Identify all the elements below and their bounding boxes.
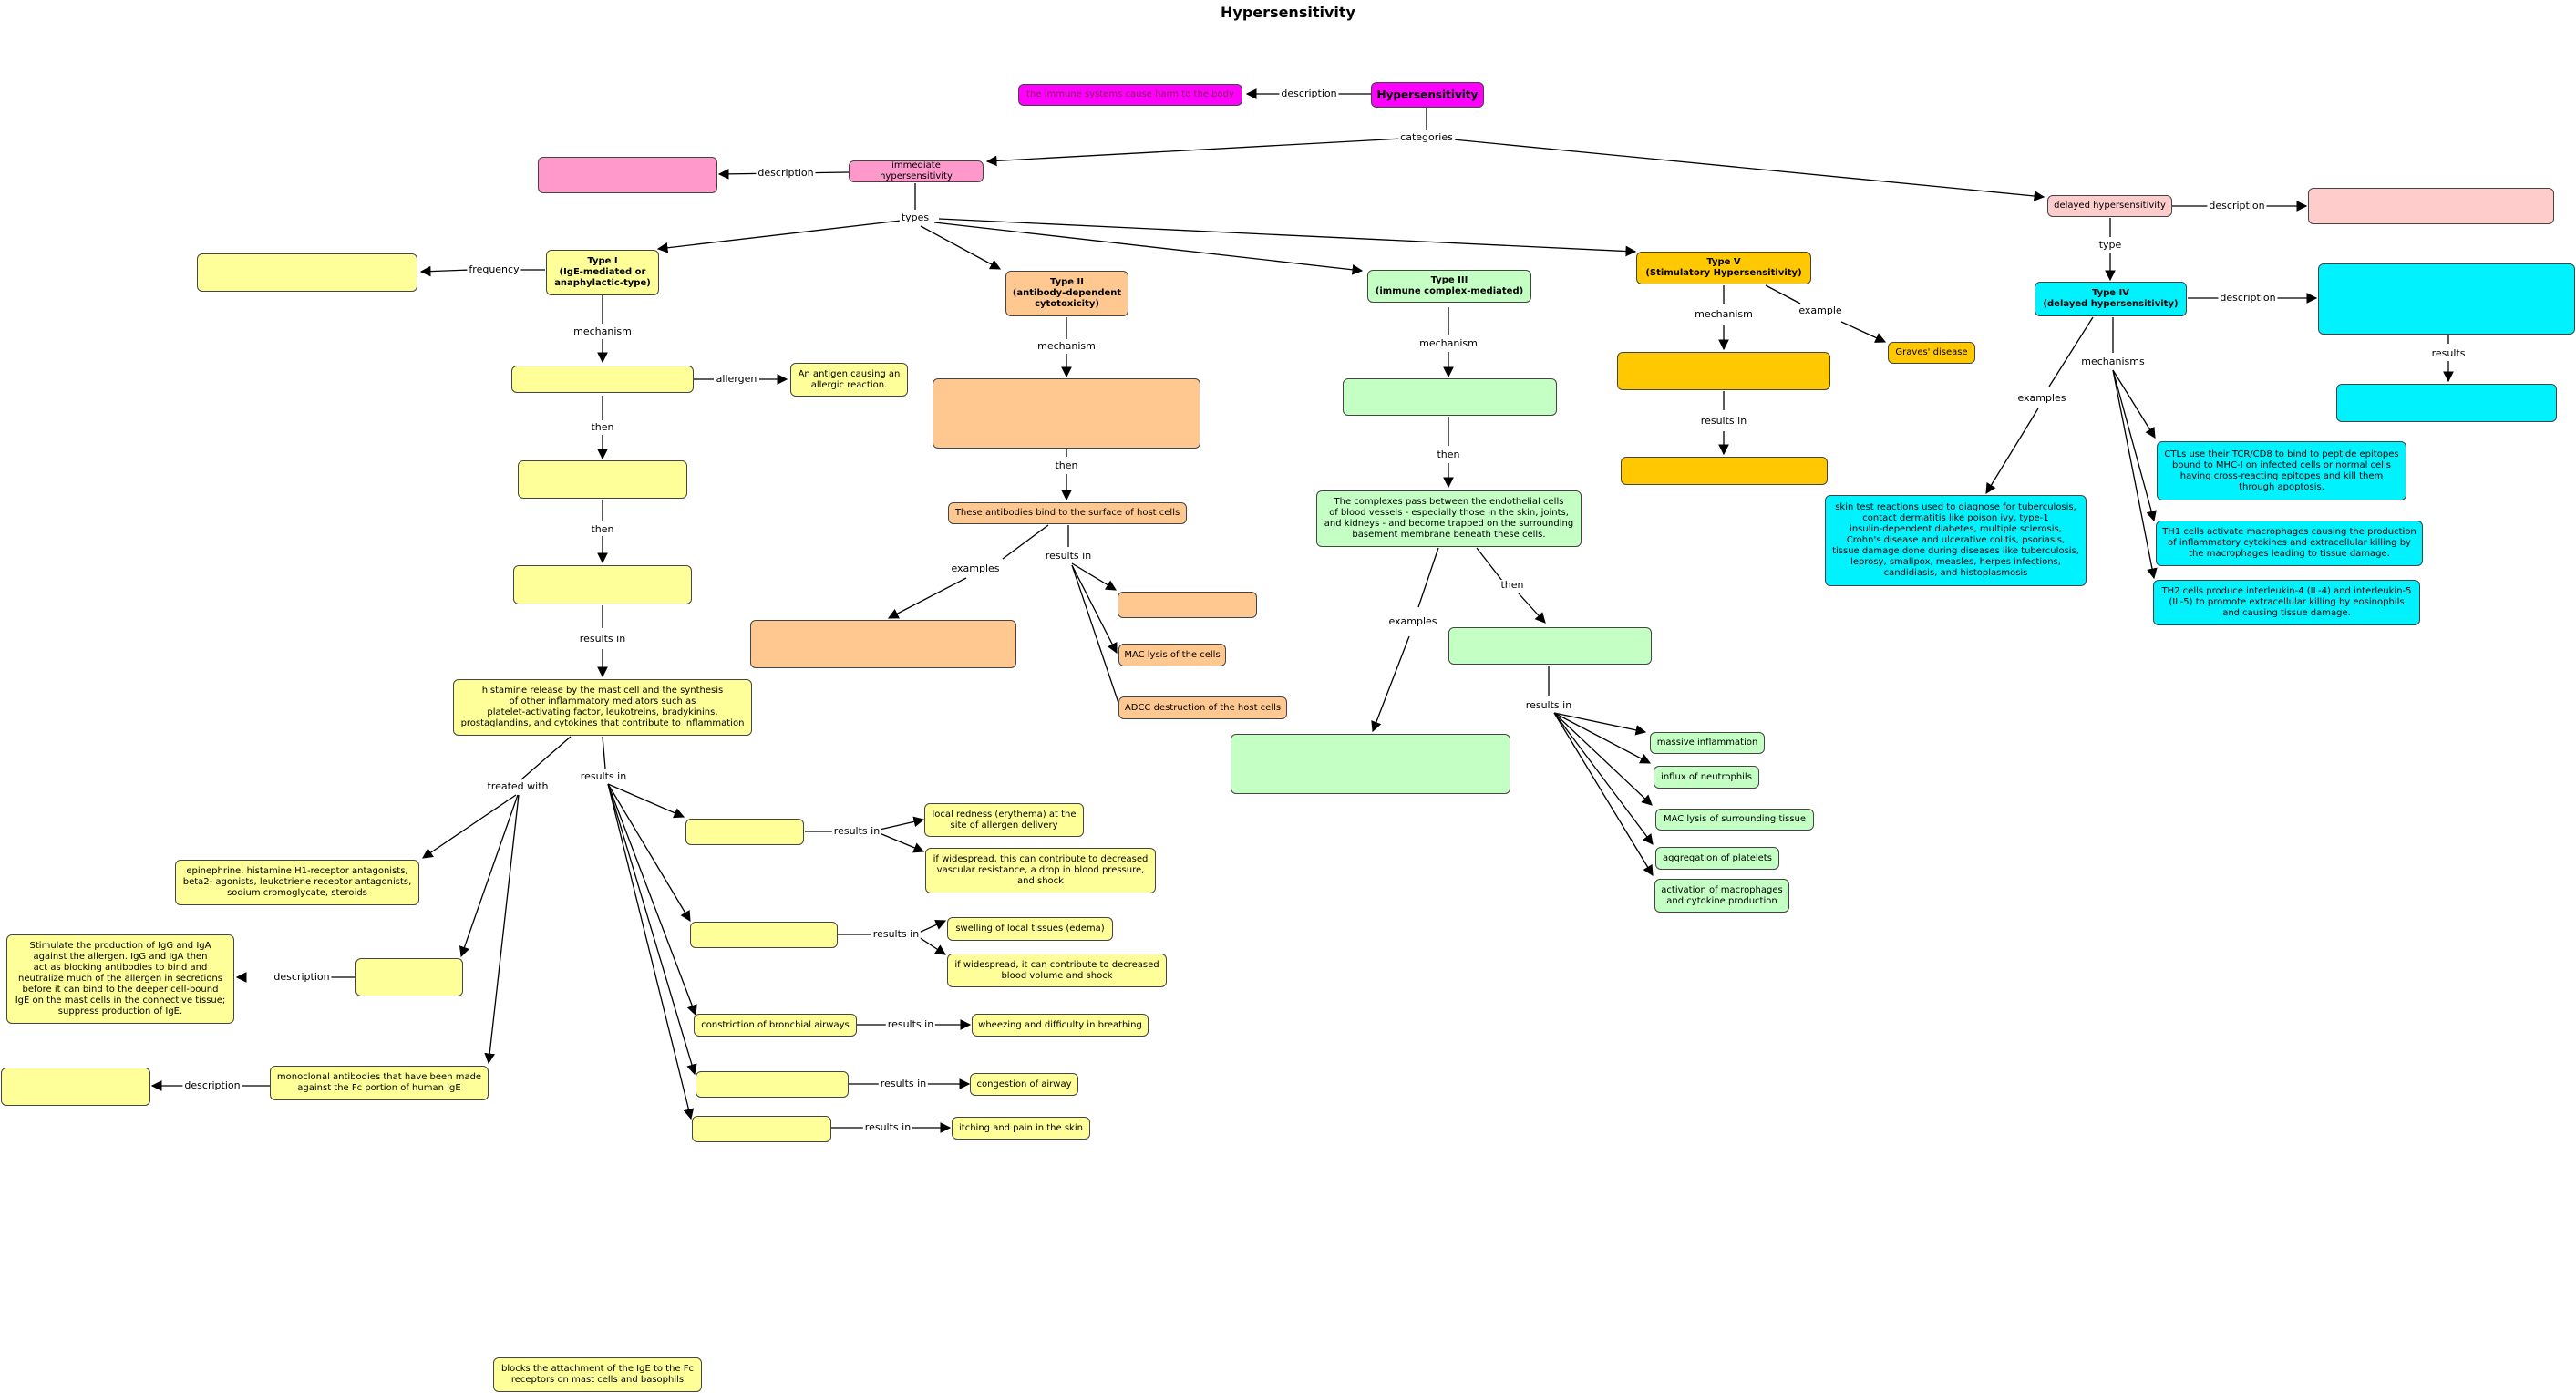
node-treatment-desensitization[interactable] bbox=[355, 958, 463, 996]
link-label-results-in: results in bbox=[831, 824, 882, 838]
node-mac-lysis-tissue[interactable]: MAC lysis of surrounding tissue bbox=[1655, 809, 1814, 831]
link-label-results-in: results in bbox=[885, 1017, 936, 1031]
node-immediate-description[interactable] bbox=[538, 157, 717, 193]
node-type-5[interactable]: Type V (Stimulatory Hypersensitivity) bbox=[1636, 252, 1811, 284]
node-type-5-result[interactable] bbox=[1621, 457, 1828, 485]
link-label-then: then bbox=[589, 420, 616, 434]
link-label-then: then bbox=[1053, 459, 1080, 472]
link-label-examples: examples bbox=[2015, 391, 2068, 405]
link-label-results-in: results in bbox=[1698, 414, 1749, 428]
link-label-results-in: results in bbox=[1043, 549, 1094, 562]
link-label-results-in: results in bbox=[578, 769, 629, 783]
node-vascular-resistance[interactable]: if widespread, this can contribute to de… bbox=[925, 848, 1156, 893]
node-airway-congestion[interactable]: congestion of airway bbox=[970, 1073, 1078, 1096]
link-label-mechanisms: mechanisms bbox=[2079, 355, 2147, 368]
node-blocks-ige[interactable]: blocks the attachment of the IgE to the … bbox=[493, 1357, 702, 1392]
node-type-1-mechanism[interactable] bbox=[511, 366, 694, 393]
node-skin-test-examples[interactable]: skin test reactions used to diagnose for… bbox=[1825, 495, 2087, 586]
node-massive-inflammation[interactable]: massive inflammation bbox=[1650, 732, 1765, 754]
node-itching[interactable]: itching and pain in the skin bbox=[952, 1117, 1090, 1140]
node-result-1[interactable] bbox=[685, 819, 804, 845]
node-type-2[interactable]: Type II (antibody-dependent cytotoxicity… bbox=[1005, 271, 1128, 316]
node-influx-neutrophils[interactable]: influx of neutrophils bbox=[1654, 766, 1759, 789]
node-result-5[interactable] bbox=[692, 1116, 831, 1142]
node-type-5-mechanism[interactable] bbox=[1617, 352, 1830, 390]
link-label-mechanism: mechanism bbox=[1036, 339, 1097, 353]
node-wheezing[interactable]: wheezing and difficulty in breathing bbox=[972, 1014, 1149, 1037]
link-label-description: description bbox=[2218, 291, 2278, 304]
node-swelling[interactable]: swelling of local tissues (edema) bbox=[947, 917, 1113, 941]
node-type-2-result-1[interactable] bbox=[1118, 592, 1257, 618]
node-type-1-then-2[interactable] bbox=[513, 565, 692, 604]
node-result-2[interactable] bbox=[690, 922, 838, 948]
link-label-description: description bbox=[756, 166, 816, 180]
node-type-4-result[interactable] bbox=[2336, 384, 2557, 422]
link-label-categories: categories bbox=[1398, 130, 1455, 144]
node-adcc[interactable]: ADCC destruction of the host cells bbox=[1118, 696, 1287, 719]
link-label-examples: examples bbox=[949, 562, 1002, 575]
node-immune-harm[interactable]: the immune systems cause harm to the bod… bbox=[1018, 84, 1242, 106]
map-title: Hypersensitivity bbox=[1221, 4, 1355, 21]
node-type-2-examples[interactable] bbox=[750, 620, 1016, 668]
node-result-4[interactable] bbox=[696, 1071, 849, 1098]
node-th1-mechanism[interactable]: TH1 cells activate macrophages causing t… bbox=[2156, 521, 2423, 566]
link-label-then: then bbox=[1499, 578, 1526, 592]
link-label-results-in: results in bbox=[878, 1077, 929, 1090]
link-label-mechanism: mechanism bbox=[572, 325, 634, 338]
node-bronchial-constriction[interactable]: constriction of bronchial airways bbox=[694, 1014, 857, 1037]
link-label-results-in: results in bbox=[871, 927, 922, 941]
node-monoclonal-antibodies[interactable]: monoclonal antibodies that have been mad… bbox=[270, 1066, 489, 1100]
node-complexes-pass[interactable]: The complexes pass between the endotheli… bbox=[1316, 490, 1582, 547]
link-label-mechanism: mechanism bbox=[1417, 336, 1479, 350]
link-label-mechanism: mechanism bbox=[1693, 307, 1755, 321]
node-type-4[interactable]: Type IV (delayed hypersensitivity) bbox=[2035, 282, 2187, 316]
node-ctl-mechanism[interactable]: CTLs use their TCR/CD8 to bind to peptid… bbox=[2157, 441, 2406, 500]
node-type-3-examples[interactable] bbox=[1231, 734, 1510, 794]
link-label-results-in: results in bbox=[862, 1120, 913, 1134]
link-label-example: example bbox=[1797, 304, 1844, 317]
node-macrophage-activation[interactable]: activation of macrophages and cytokine p… bbox=[1654, 879, 1789, 913]
node-type-2-mechanism[interactable] bbox=[933, 378, 1200, 449]
link-label-types: types bbox=[899, 211, 932, 224]
node-type-3[interactable]: Type III (immune complex-mediated) bbox=[1367, 270, 1531, 303]
link-label-description: description bbox=[2207, 199, 2267, 212]
node-th2-mechanism[interactable]: TH2 cells produce interleukin-4 (IL-4) a… bbox=[2153, 580, 2420, 625]
node-aggregation-platelets[interactable]: aggregation of platelets bbox=[1655, 847, 1779, 870]
node-type-1-then-1[interactable] bbox=[518, 460, 687, 499]
node-treatment-drugs[interactable]: epinephrine, histamine H1-receptor antag… bbox=[175, 860, 419, 905]
link-label-examples: examples bbox=[1386, 614, 1439, 628]
link-label-allergen: allergen bbox=[714, 372, 759, 386]
node-type-3-mechanism[interactable] bbox=[1343, 378, 1557, 416]
link-label-treated-with: treated with bbox=[485, 779, 551, 793]
node-blood-volume[interactable]: if widespread, it can contribute to decr… bbox=[947, 954, 1167, 987]
node-histamine-release[interactable]: histamine release by the mast cell and t… bbox=[453, 679, 752, 736]
link-label-then: then bbox=[1435, 448, 1462, 461]
node-type-4-description[interactable] bbox=[2318, 263, 2575, 335]
node-local-redness[interactable]: local redness (erythema) at the site of … bbox=[924, 803, 1084, 837]
node-type-3-then[interactable] bbox=[1448, 627, 1652, 665]
link-label-results-in: results in bbox=[577, 632, 628, 645]
link-label-description: description bbox=[272, 970, 332, 984]
node-monoclonal-description[interactable] bbox=[1, 1068, 150, 1106]
node-delayed-hypersensitivity[interactable]: delayed hypersensitivity bbox=[2047, 195, 2172, 217]
node-graves-disease[interactable]: Graves' disease bbox=[1888, 342, 1975, 364]
node-desensitization-description[interactable]: Stimulate the production of IgG and IgA … bbox=[6, 934, 234, 1024]
link-label-then: then bbox=[589, 522, 616, 536]
link-label-results-in: results in bbox=[1523, 698, 1574, 712]
link-label-type: type bbox=[2097, 238, 2124, 252]
node-immediate-hypersensitivity[interactable]: immediate hypersensitivity bbox=[849, 160, 984, 182]
link-label-frequency: frequency bbox=[467, 263, 521, 276]
node-antibodies-bind[interactable]: These antibodies bind to the surface of … bbox=[948, 502, 1187, 524]
node-antigen[interactable]: An antigen causing an allergic reaction. bbox=[790, 363, 908, 397]
link-label-description: description bbox=[1279, 87, 1339, 100]
link-label-results: results bbox=[2429, 346, 2468, 360]
node-type-1-frequency[interactable] bbox=[197, 253, 417, 292]
node-hypersensitivity[interactable]: Hypersensitivity bbox=[1371, 82, 1484, 108]
node-type-1[interactable]: Type I (IgE-mediated or anaphylactic-typ… bbox=[546, 250, 659, 295]
node-mac-lysis-cells[interactable]: MAC lysis of the cells bbox=[1118, 644, 1226, 666]
link-label-description: description bbox=[182, 1078, 242, 1092]
node-delayed-description[interactable] bbox=[2308, 188, 2554, 224]
